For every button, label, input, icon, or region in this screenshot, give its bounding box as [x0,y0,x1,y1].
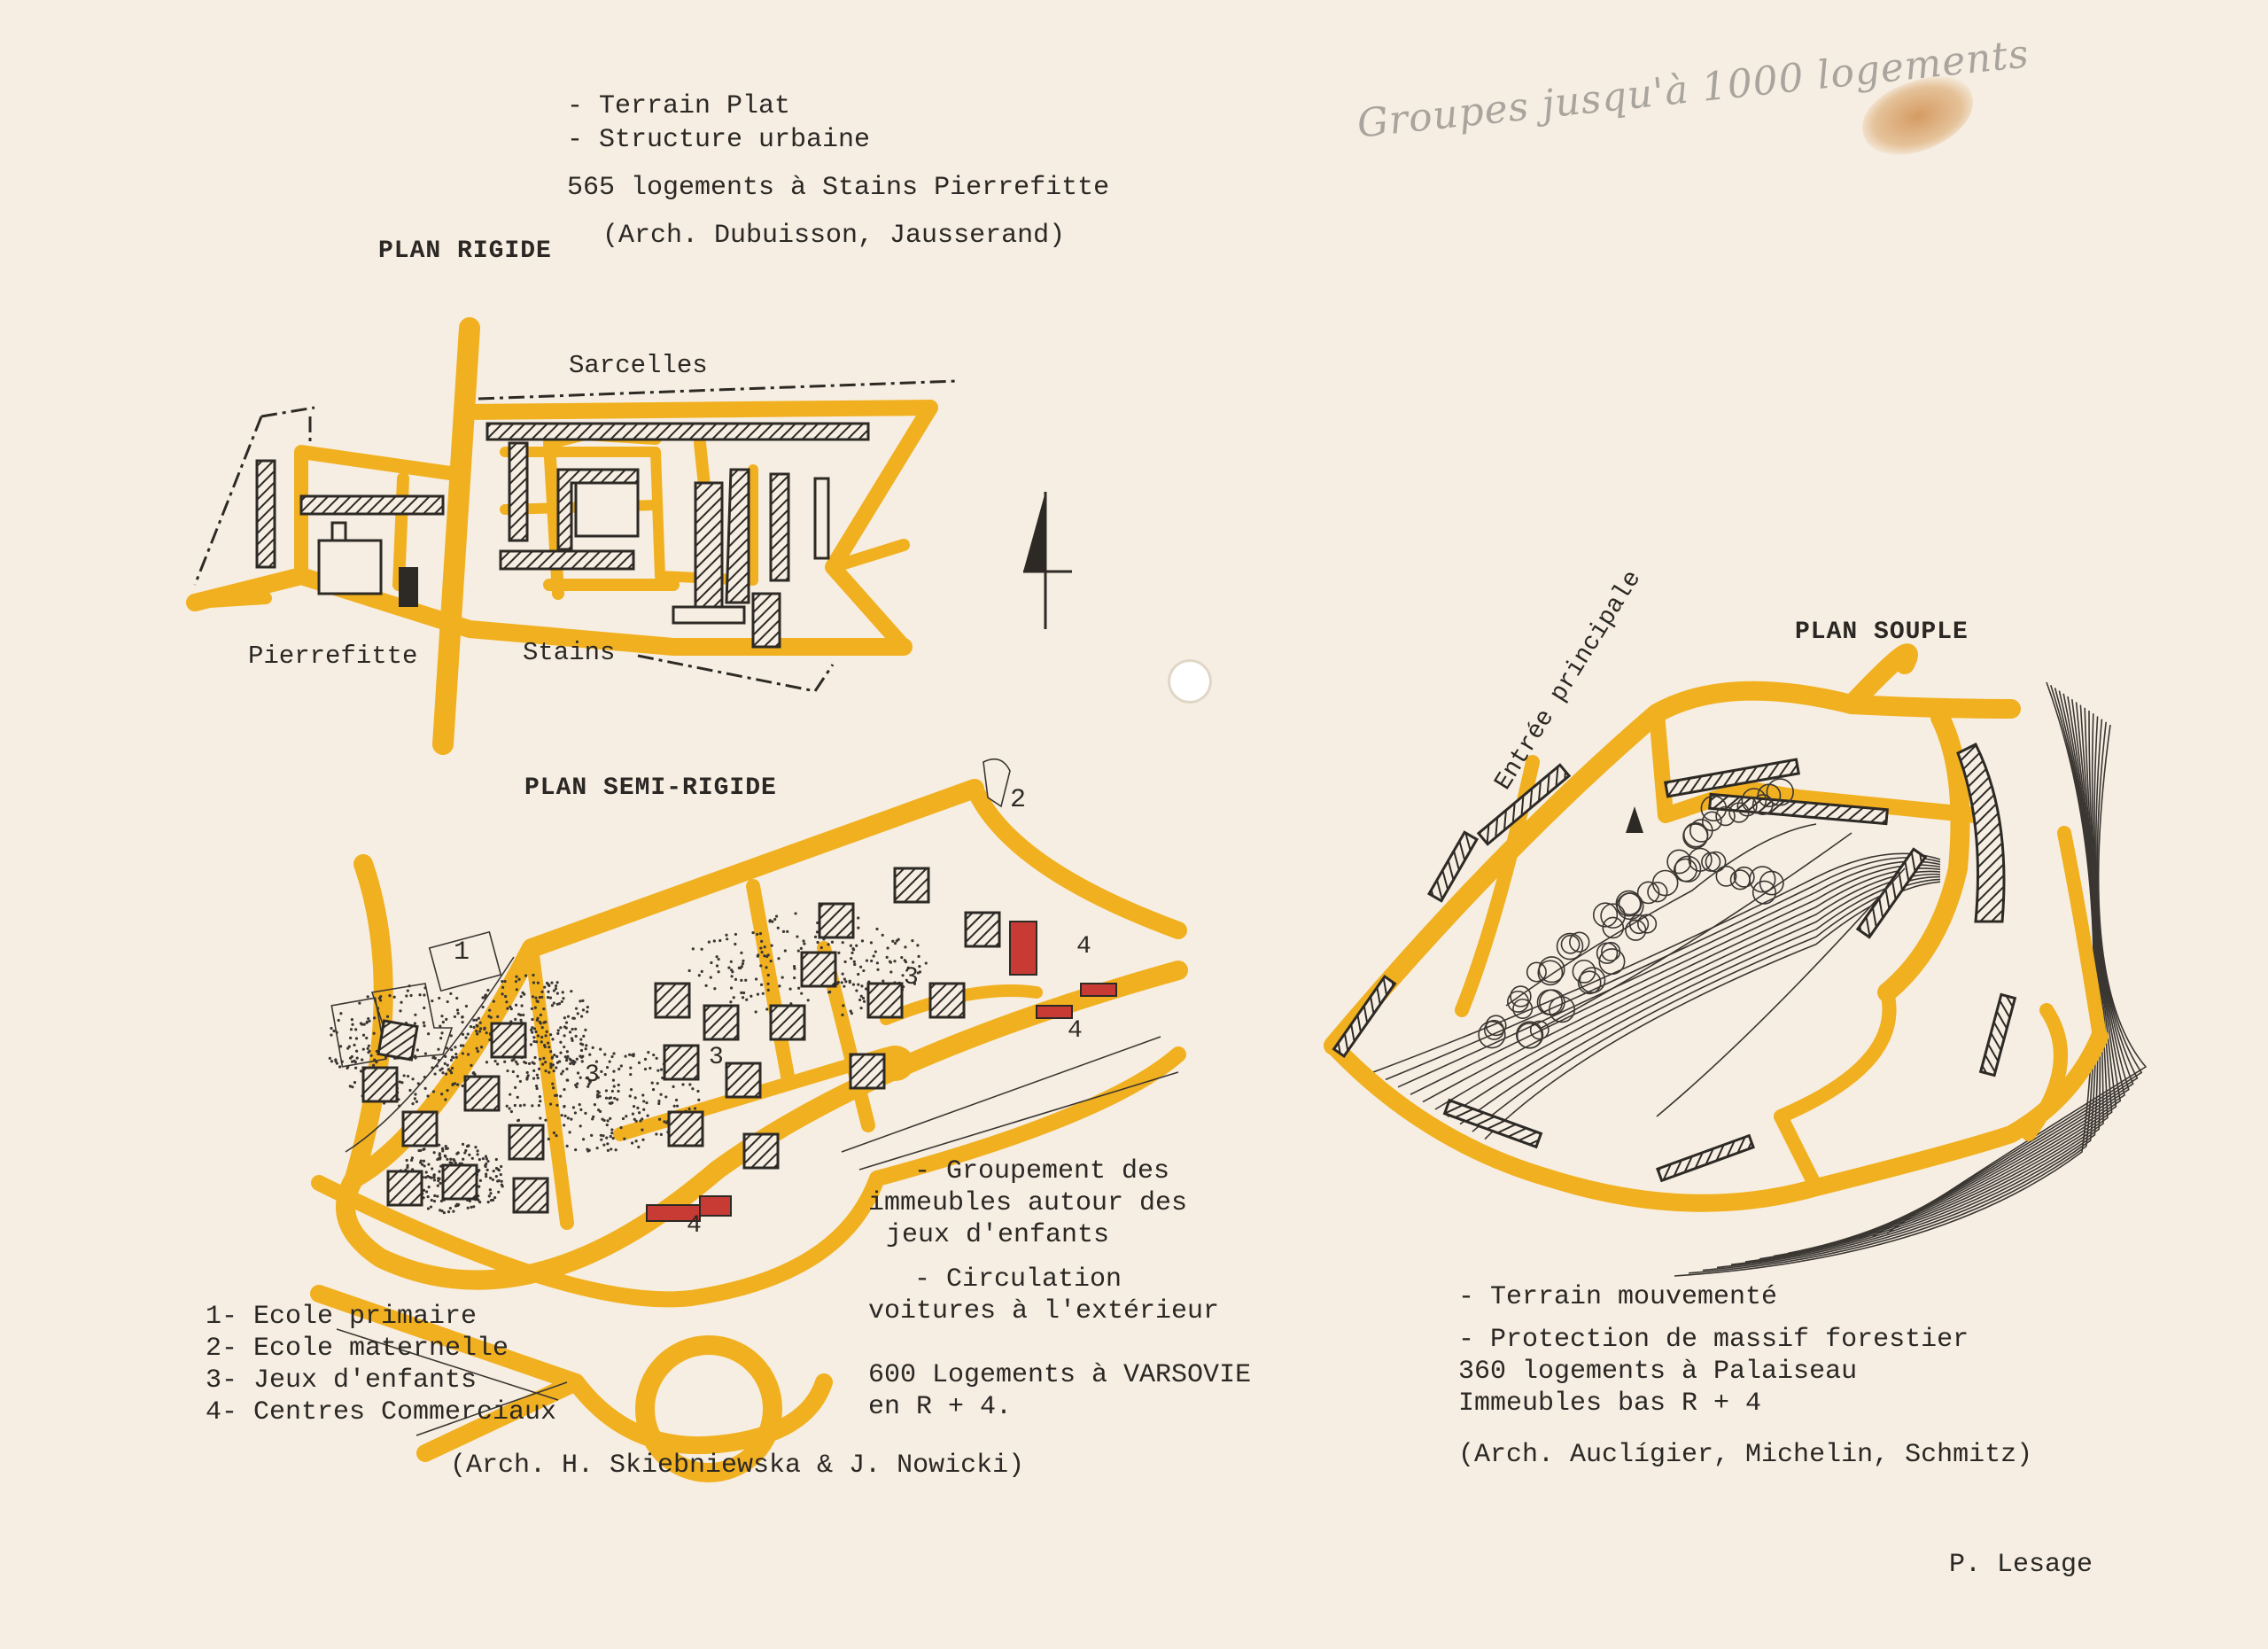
map-number: 1 [454,937,470,968]
circulation-line-1: - Circulation [914,1264,1122,1295]
label-sarcelles: Sarcelles [569,351,708,380]
plan-rigide-map [186,317,958,755]
varsovie-line-1: 600 Logements à VARSOVIE [868,1360,1252,1390]
map-number: 3 [585,1062,600,1089]
forest-trees [1478,778,1794,1049]
groupement-line-3: jeux d'enfants [886,1220,1110,1250]
souple-line-4: Immeubles bas R + 4 [1458,1388,1762,1419]
semi-rigide-architects: (Arch. H. Skiebniewska & J. Nowicki) [450,1451,1025,1481]
punch-hole [1168,659,1212,704]
plan-semi-rigide-map: 1 2 3 3 3 4 4 4 [310,758,1188,1482]
plan-semi-rigide-buildings [361,867,1001,1214]
plan-rigide-roads [186,317,938,755]
groupement-line-1: - Groupement des [914,1156,1170,1186]
map-number: 4 [1068,1017,1083,1045]
map-number: 3 [709,1044,724,1071]
souple-line-2: - Protection de massif forestier [1458,1325,1969,1355]
top-line-4: (Arch. Dubuisson, Jausserand) [602,221,1066,251]
groupement-line-2: immeubles autour des [868,1188,1188,1218]
legend-item: 2- Ecole maternelle [206,1334,509,1364]
souple-line-1: - Terrain mouvementé [1458,1282,1778,1312]
map-number: 4 [687,1212,702,1240]
top-line-3: 565 logements à Stains Pierrefitte [567,173,1110,203]
school-buildings [330,758,1011,1068]
circulation-line-2: voitures à l'extérieur [868,1296,1220,1326]
plan-souple-buildings [1332,742,2017,1183]
plan-rigide-buildings [255,422,870,649]
varsovie-line-2: en R + 4. [868,1392,1013,1422]
legend-item: 3- Jeux d'enfants [206,1365,478,1396]
top-line-1: - Terrain Plat [567,91,791,121]
plan-souple-roads [1324,643,2109,1212]
map-number: 2 [1010,785,1026,815]
commercial-centres [646,921,1117,1222]
plan-rigide-title: PLAN RIGIDE [378,237,552,265]
label-stains: Stains [523,638,616,667]
plan-semi-rigide-title: PLAN SEMI-RIGIDE [524,774,777,802]
author-signature: P. Lesage [1949,1550,2093,1580]
legend-item: 4- Centres Commerciaux [206,1397,557,1427]
top-line-2: - Structure urbaine [567,125,871,155]
souple-architects: (Arch. Auclígier, Michelin, Schmitz) [1458,1440,2033,1470]
map-number: 4 [1076,933,1091,961]
plan-souple-map [1324,643,2148,1277]
plan-souple-title: PLAN SOUPLE [1795,618,1969,646]
north-arrow-icon [1023,492,1072,629]
contour-lines [1372,681,2148,1277]
legend-item: 1- Ecole primaire [206,1302,478,1332]
map-number: 3 [904,964,919,992]
souple-line-3: 360 logements à Palaiseau [1458,1357,1858,1387]
label-pierrefitte: Pierrefitte [248,642,418,671]
